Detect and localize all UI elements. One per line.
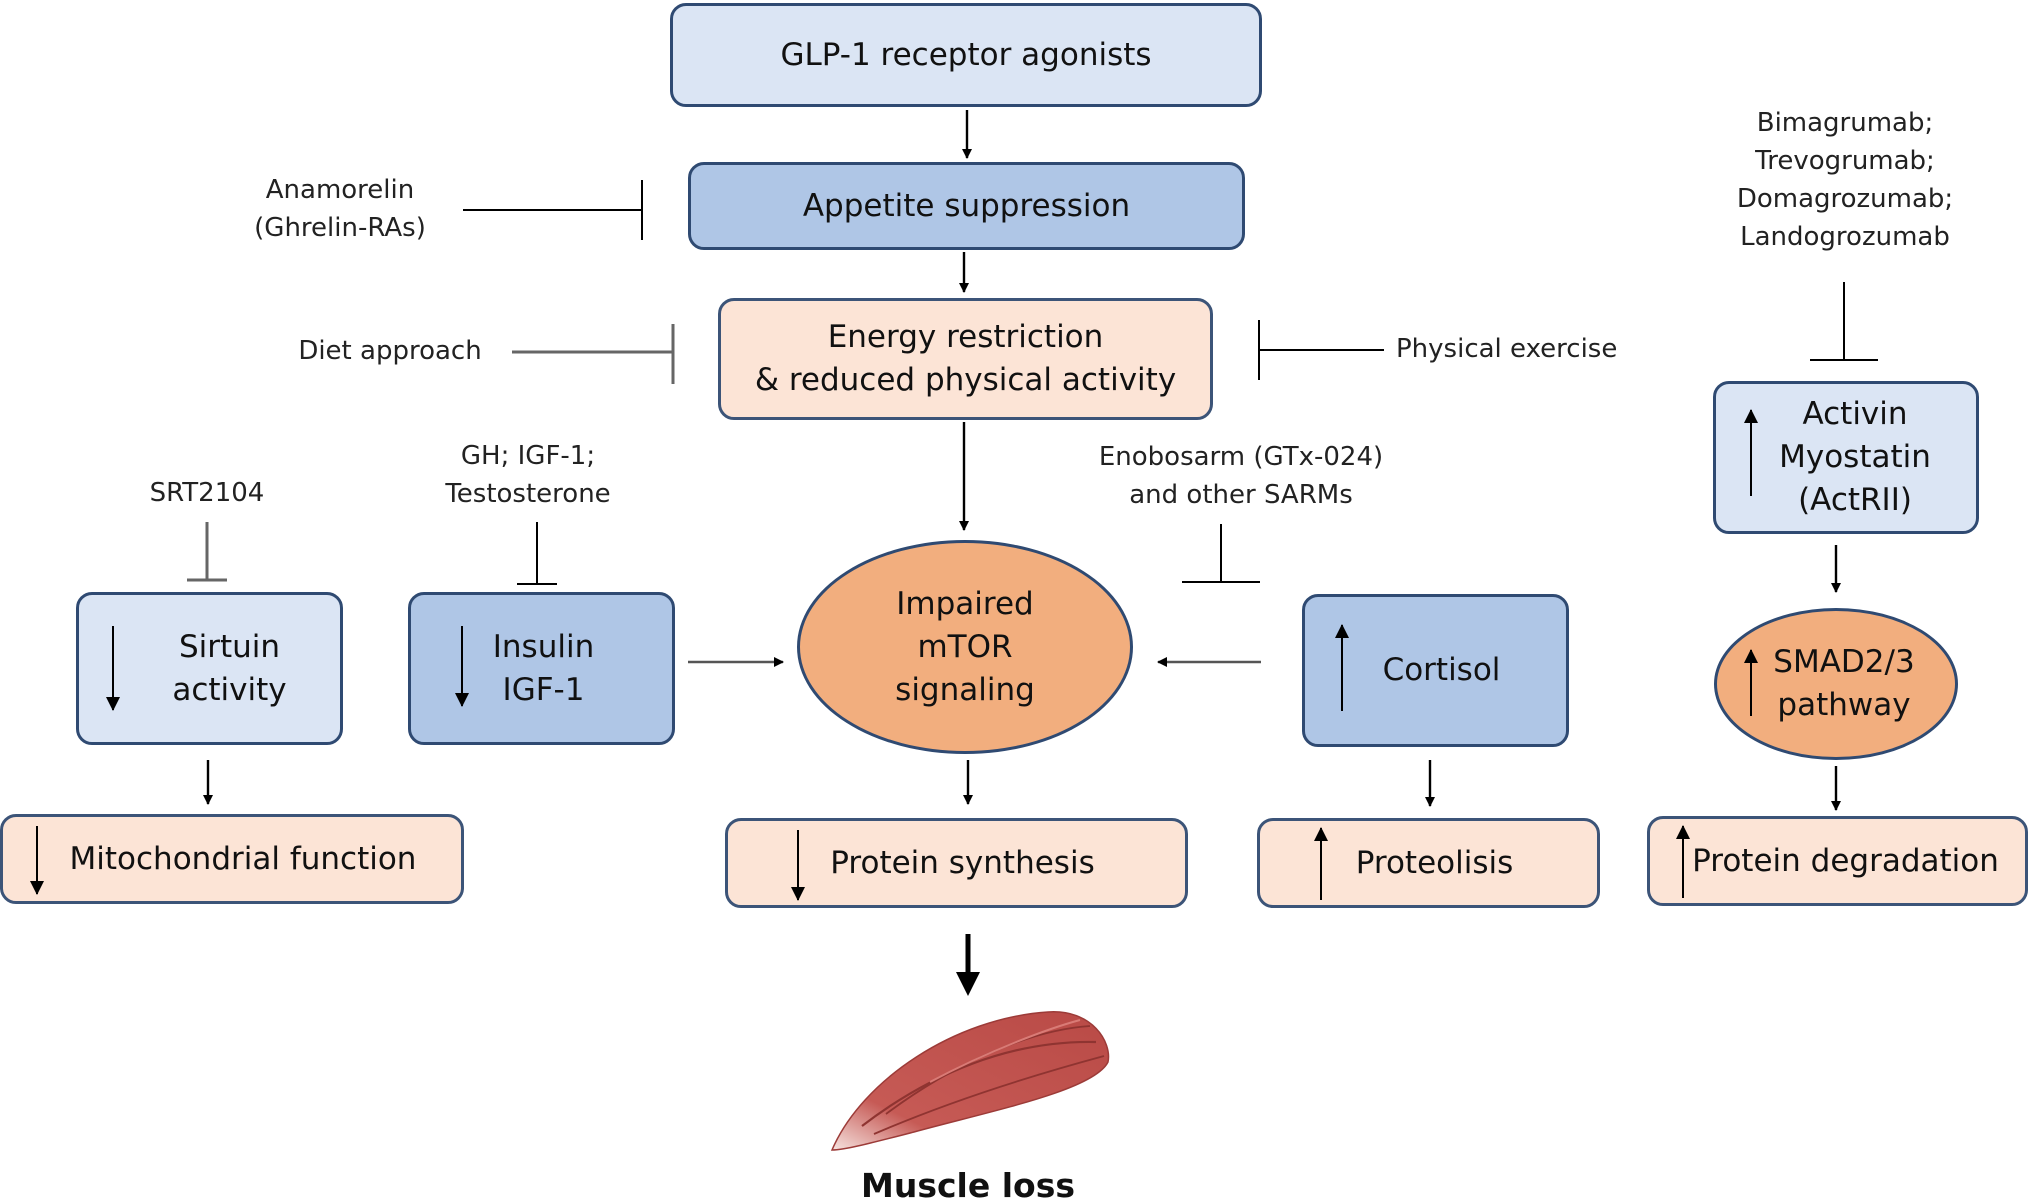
node-degradation-label: Protein degradation	[1692, 842, 1999, 879]
note-physical-exercise: Physical exercise	[1396, 334, 1618, 364]
node-insulin-label: Insulin IGF-1	[492, 628, 595, 708]
node-energy-label: Energy restriction & reduced physical ac…	[754, 319, 1177, 398]
node-glp1-agonists: GLP-1 receptor agonists	[670, 3, 1262, 107]
note-anamorelin: Anamorelin (Ghrelin-RAs)	[254, 175, 426, 243]
note-diet-approach: Diet approach	[298, 336, 482, 366]
increase-arrow-degradation	[1676, 825, 1690, 898]
node-impaired-mtor: Impaired mTOR signaling	[797, 540, 1133, 754]
node-insulin-igf1: Insulin IGF-1	[408, 592, 675, 745]
node-cortisol: Cortisol	[1302, 594, 1569, 747]
note-sarms: Enobosarm (GTx-024) and other SARMs	[1098, 442, 1384, 510]
caption-muscle-loss: Muscle loss	[861, 1166, 1075, 1201]
node-proteolisis-label: Proteolisis	[1355, 844, 1514, 881]
node-sirtuin-label: Sirtuin activity	[172, 628, 287, 708]
node-synthesis-label: Protein synthesis	[830, 844, 1095, 881]
node-appetite-label: Appetite suppression	[802, 187, 1131, 224]
node-mito-label: Mitochondrial function	[69, 840, 417, 877]
increase-arrow-cortisol	[1335, 624, 1349, 711]
node-smad-label: SMAD2/3 pathway	[1773, 644, 1915, 723]
note-antibodies: Bimagrumab; Trevogrumab; Domagrozumab; L…	[1736, 108, 1954, 252]
arrowhead-muscle-loss	[956, 972, 980, 996]
node-activin-myostatin: Activin Myostatin (ActRII)	[1713, 381, 1979, 534]
node-sirtuin-activity: Sirtuin activity	[76, 592, 343, 745]
node-proteolisis: Proteolisis	[1257, 818, 1600, 908]
increase-arrow-activin	[1744, 409, 1758, 496]
node-appetite-suppression: Appetite suppression	[688, 162, 1245, 250]
decrease-arrow-sirtuin	[106, 626, 120, 711]
node-mitochondrial-function: Mitochondrial function	[0, 814, 464, 904]
node-activin-label: Activin Myostatin (ActRII)	[1779, 396, 1931, 518]
node-mtor-label: Impaired mTOR signaling	[895, 585, 1035, 708]
increase-arrow-smad	[1744, 649, 1758, 716]
note-srt2104: SRT2104	[149, 478, 265, 508]
decrease-arrow-synthesis	[791, 830, 805, 901]
decrease-arrow-insulin	[455, 626, 469, 707]
note-hormones: GH; IGF-1; Testosterone	[445, 441, 611, 509]
decrease-arrow-mito	[30, 826, 44, 895]
node-cortisol-label: Cortisol	[1382, 652, 1501, 688]
increase-arrow-proteolisis	[1314, 827, 1328, 900]
node-glp1-label: GLP-1 receptor agonists	[780, 36, 1152, 73]
node-protein-degradation: Protein degradation	[1647, 816, 2028, 906]
node-energy-restriction: Energy restriction & reduced physical ac…	[718, 298, 1213, 420]
muscle-illustration	[830, 1011, 1110, 1151]
node-smad-pathway: SMAD2/3 pathway	[1714, 608, 1958, 760]
